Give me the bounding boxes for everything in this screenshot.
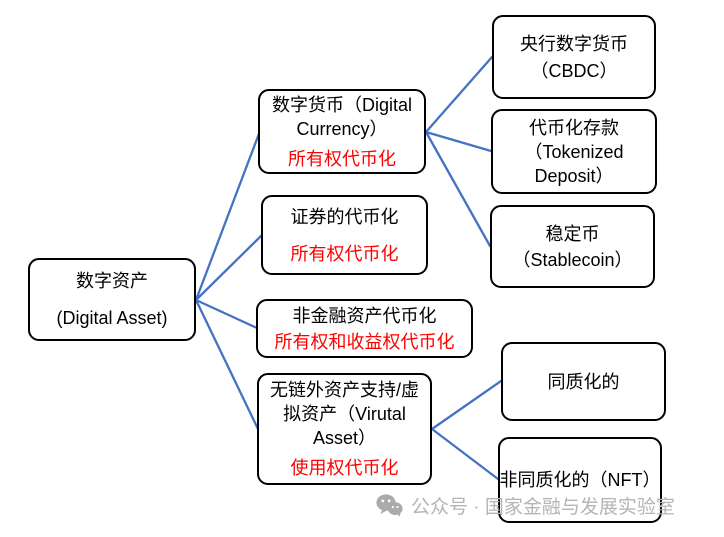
- tokenization-note: 所有权代币化: [290, 243, 399, 264]
- tokenization-note: 所有权和收益权代币化: [274, 331, 455, 352]
- edge-root-digital-currency: [194, 129, 262, 302]
- wechat-icon: [376, 494, 403, 517]
- watermark: 公众号 · 国家金融与发展实验室: [376, 492, 675, 519]
- node-label: 同质化的: [547, 371, 620, 392]
- node-label: 央行数字货币: [520, 33, 628, 54]
- node-label-en: （CBDC）: [530, 60, 618, 81]
- node-label-en: Asset）: [312, 428, 377, 448]
- node-cbdc: 央行数字货币 （CBDC）: [492, 15, 656, 99]
- node-label-en: （Stablecoin）: [512, 249, 633, 270]
- node-nonfungible-nft: 非同质化的（NFT）: [498, 437, 662, 523]
- node-label-en: (Digital Asset): [56, 308, 168, 328]
- edge-dcur-stablecoin: [424, 130, 492, 248]
- node-stablecoin: 稳定币 （Stablecoin）: [490, 205, 655, 288]
- node-virtual-asset: 无链外资产支持/虚 拟资产（Virutal Asset） 使用权代币化: [257, 373, 432, 485]
- node-label: 无链外资产支持/虚: [269, 380, 419, 400]
- edge-root-virtual: [194, 298, 260, 431]
- node-digital-currency: 数字货币（Digital Currency） 所有权代币化: [258, 89, 426, 174]
- node-label-en: Currency）: [296, 118, 388, 139]
- node-label: 拟资产（Virutal: [283, 404, 406, 424]
- edge-root-securities: [194, 233, 264, 302]
- node-label: 代币化存款: [529, 117, 619, 138]
- node-label-en: Deposit）: [534, 165, 614, 186]
- node-label: 稳定币: [545, 223, 600, 244]
- node-label: 非同质化的（NFT）: [499, 470, 661, 490]
- node-label: 数字资产: [76, 271, 148, 291]
- node-fungible: 同质化的: [501, 342, 666, 421]
- edge-dcur-cbdc: [424, 55, 494, 134]
- node-digital-asset: 数字资产 (Digital Asset): [28, 258, 196, 341]
- watermark-text: 公众号 · 国家金融与发展实验室: [411, 497, 675, 518]
- edge-root-nonfinancial: [194, 298, 259, 330]
- node-nonfinancial-asset-tokenization: 非金融资产代币化 所有权和收益权代币化: [256, 299, 473, 358]
- node-tokenized-deposit: 代币化存款 （Tokenized Deposit）: [491, 109, 657, 194]
- tokenization-note: 所有权代币化: [288, 148, 396, 169]
- node-label-en: （Tokenized: [524, 141, 624, 162]
- node-securities-tokenization: 证券的代币化 所有权代币化: [261, 195, 428, 275]
- node-label: 证券的代币化: [290, 206, 399, 227]
- tokenization-note: 使用权代币化: [290, 458, 399, 478]
- node-label: 数字货币（Digital: [271, 94, 413, 115]
- edge-virt-fungible: [430, 379, 503, 431]
- edge-virt-nft: [430, 427, 500, 481]
- node-label: 非金融资产代币化: [292, 305, 437, 326]
- edge-dcur-tokenized: [424, 130, 493, 153]
